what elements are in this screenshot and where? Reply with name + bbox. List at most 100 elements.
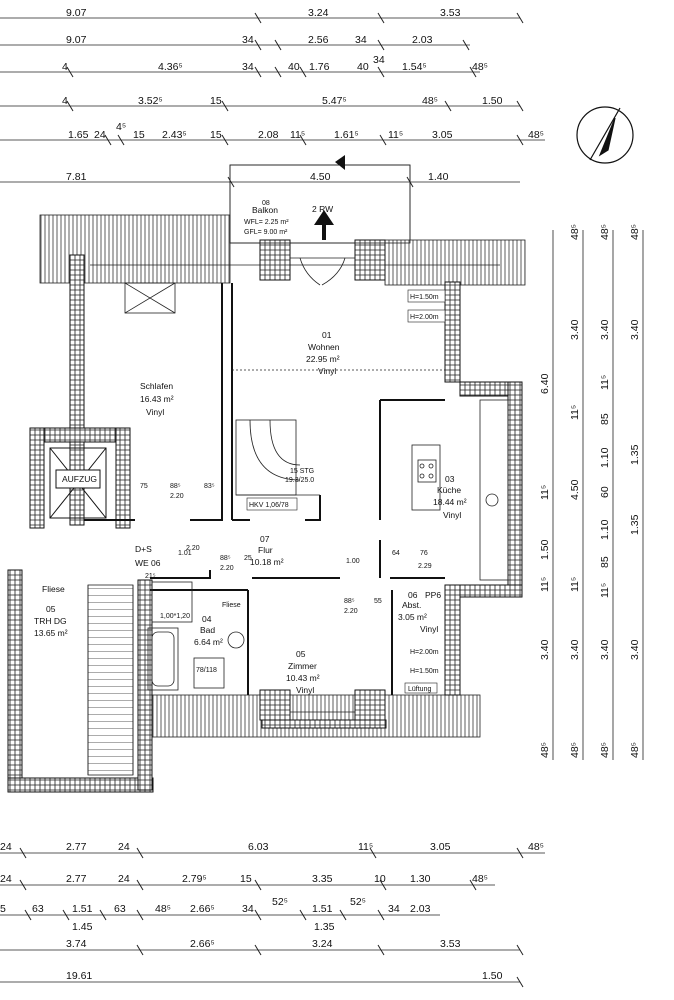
room-floor: Vinyl bbox=[420, 624, 438, 634]
room-abst: 06 Abst. 3.05 m² Vinyl bbox=[398, 590, 438, 634]
dim-text: 11⁵ bbox=[539, 485, 551, 500]
door-dimensions: 88⁵ 2.20 75 83⁵ 88⁵ 2.20 25 88⁵ 2.20 55 … bbox=[140, 483, 432, 615]
dim-text: 48⁵ bbox=[422, 95, 438, 107]
dim-text: 2.66⁵ bbox=[190, 903, 215, 915]
dim-text: 1.35 bbox=[314, 921, 335, 933]
dim-text: 3.53 bbox=[440, 7, 461, 19]
dim-text: 48⁵ bbox=[629, 742, 641, 758]
dim-text: 3.40 bbox=[629, 319, 641, 340]
room-label: Fliese bbox=[222, 602, 241, 609]
dim-text: 1.54⁵ bbox=[402, 61, 427, 73]
room-name: Bad bbox=[200, 625, 215, 635]
dim-text: 3.40 bbox=[569, 319, 581, 340]
room-bad: 04 Bad 6.64 m² Fliese bbox=[194, 602, 241, 647]
dim-text: 3.40 bbox=[599, 319, 611, 340]
height-label: H=1.50m bbox=[410, 294, 439, 301]
dim-text: 1.50 bbox=[482, 970, 503, 982]
dim-text: 40 bbox=[357, 61, 369, 73]
dim-text: 2.56 bbox=[308, 34, 329, 46]
dim-text: 48⁵ bbox=[539, 742, 551, 758]
room-flur: 07 Flur 10.18 m² bbox=[250, 534, 284, 567]
dim-text: 48⁵ bbox=[528, 841, 544, 853]
door-dim: 2.20 bbox=[186, 545, 200, 552]
dim-text: 24 bbox=[118, 841, 130, 853]
room-name: Schlafen bbox=[140, 381, 173, 391]
dim-text: 3.40 bbox=[539, 639, 551, 660]
dim-text: 2.77 bbox=[66, 873, 87, 885]
dim-text: 1.76 bbox=[309, 61, 330, 73]
room-wfl: WFL= 2.25 m² bbox=[244, 219, 289, 226]
dim-text: 48⁵ bbox=[472, 873, 488, 885]
room-floor: Vinyl bbox=[318, 366, 336, 376]
room-number: 05 bbox=[46, 604, 56, 614]
room-area: 16.43 m² bbox=[140, 394, 174, 404]
dim-text: 3.40 bbox=[629, 639, 641, 660]
room-area: 22.95 m² bbox=[306, 354, 340, 364]
door-dim: 64 bbox=[392, 550, 400, 557]
room-floor: Vinyl bbox=[146, 407, 164, 417]
dim-text: 3.40 bbox=[569, 639, 581, 660]
dim-text: 11⁵ bbox=[358, 841, 373, 853]
unit-label: D+S bbox=[135, 544, 152, 554]
room-area: 13.65 m² bbox=[34, 628, 68, 638]
dim-text: 1.61⁵ bbox=[334, 129, 359, 141]
dim-text: 1.10 bbox=[599, 519, 611, 540]
dim-text: 5 bbox=[0, 903, 6, 915]
room-number: 05 bbox=[296, 649, 306, 659]
staircase bbox=[87, 419, 320, 776]
north-arrow-icon bbox=[576, 106, 634, 164]
room-number: 06 bbox=[408, 590, 418, 600]
dim-text: 15 bbox=[240, 873, 252, 885]
dim-text: 48⁵ bbox=[472, 61, 488, 73]
room-floor: Vinyl bbox=[443, 510, 461, 520]
roof-windows bbox=[124, 164, 445, 371]
room-number: 01 bbox=[322, 330, 332, 340]
dim-text: 3.53 bbox=[440, 938, 461, 950]
dim-text: 1.40 bbox=[428, 171, 449, 183]
dim-text: 1.35 bbox=[629, 514, 641, 535]
door-dim: 75 bbox=[140, 483, 148, 490]
room-area: 10.43 m² bbox=[286, 673, 320, 683]
dim-text: 10 bbox=[374, 873, 386, 885]
dim-text: 34 bbox=[373, 54, 385, 66]
bottom-dimension-text: 24 2.77 24 6.03 11⁵ 3.05 48⁵ 24 2.77 24 … bbox=[0, 841, 544, 982]
walls bbox=[7, 239, 523, 793]
interior-walls bbox=[84, 283, 445, 695]
elevator-label: AUFZUG bbox=[62, 474, 97, 484]
room-floor: Vinyl bbox=[296, 685, 314, 695]
dim-text: 11⁵ bbox=[569, 405, 581, 420]
dim-text: 85 bbox=[599, 413, 611, 425]
dim-text: 48⁵ bbox=[569, 742, 581, 758]
dim-text: 3.24 bbox=[312, 938, 333, 950]
room-name: Wohnen bbox=[308, 342, 340, 352]
heating-label: HKV 1,06/78 bbox=[249, 502, 289, 509]
bath-fixtures bbox=[147, 581, 245, 691]
label-2rw: 2 RW bbox=[312, 204, 333, 214]
dim-text: 15 bbox=[210, 95, 222, 107]
dim-text: 1.51 bbox=[312, 903, 333, 915]
dim-text: 1.10 bbox=[599, 447, 611, 468]
dim-text: 11⁵ bbox=[290, 129, 305, 141]
unit-label: WE 06 bbox=[135, 558, 161, 568]
room-number: 04 bbox=[202, 614, 212, 624]
marker-triangle-icon bbox=[335, 155, 345, 170]
dim-text: 48⁵ bbox=[569, 224, 581, 240]
dim-text: 34 bbox=[355, 34, 367, 46]
door-dim: 76 bbox=[420, 550, 428, 557]
dim-text: 2.79⁵ bbox=[182, 873, 207, 885]
dim-text: 2.66⁵ bbox=[190, 938, 215, 950]
room-name: Küche bbox=[437, 485, 461, 495]
room-number: 03 bbox=[445, 474, 455, 484]
label-pp6: PP6 bbox=[425, 590, 441, 600]
door-dim: 1.01 bbox=[178, 550, 192, 557]
ventilation-label: Lüftung bbox=[408, 686, 431, 693]
room-gfl: GFL= 9.00 m² bbox=[244, 229, 288, 236]
room-balkon: 08 Balkon WFL= 2.25 m² GFL= 9.00 m² bbox=[244, 200, 289, 236]
dim-text: 11⁵ bbox=[599, 583, 611, 598]
dim-text: 2.77 bbox=[66, 841, 87, 853]
room-number: 07 bbox=[260, 534, 270, 544]
room-label: Fliese bbox=[42, 584, 65, 594]
top-dimension-text: 9.07 3.24 3.53 9.07 34 2.56 34 2.03 4 4.… bbox=[62, 7, 544, 183]
dim-text: 2.08 bbox=[258, 129, 279, 141]
room-kueche: 03 Küche 18.44 m² Vinyl bbox=[433, 474, 467, 520]
